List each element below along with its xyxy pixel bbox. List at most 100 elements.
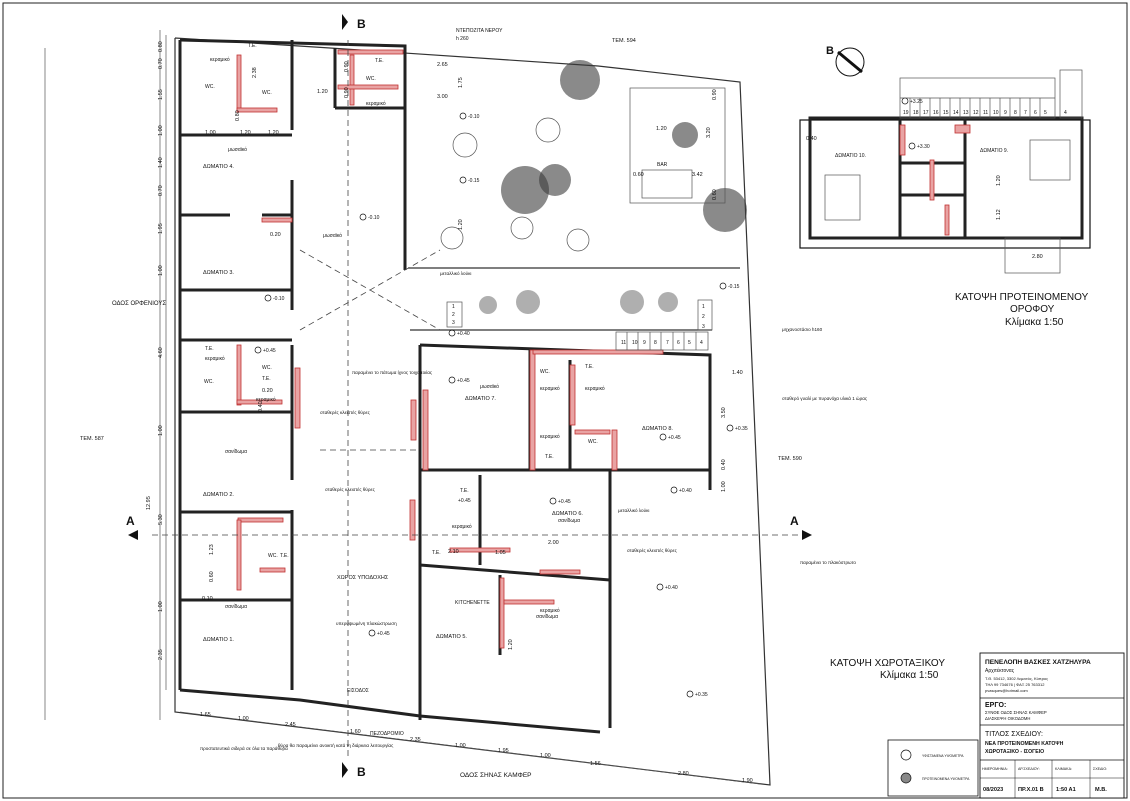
room-6-label: ΔΩΜΑΤΙΟ 6. [552,511,583,517]
te-label: T.E. [375,58,384,64]
folding-doors-note-3: σταθερές κλειστές θύρες [627,547,678,553]
level-marker-icon [908,142,916,150]
floor-wood-label: σανίδωμα [225,449,247,455]
dimension-label: 1.00 [455,743,466,749]
dimension-label: 1.05 [495,550,506,556]
scale-value: 1:50 Α1 [1056,787,1076,793]
dimension-label: 1.60 [350,729,361,735]
stair-step-label: 12 [973,110,979,116]
dimension-label: 3.42 [692,172,703,178]
wc-label: WC. [268,553,278,559]
section-b-bottom-arrow-icon [342,762,348,778]
section-a-left-label: A [126,514,135,528]
room-10-label: ΔΩΜΑΤΙΟ 10. [835,153,866,159]
entrance-label: ΕΙΣΟΔΟΣ [347,688,369,694]
water-tank-label: ΝΤΕΠΟΖΙΤΑ ΝΕΡΟΥ [456,28,503,34]
dimension-label: 0.70 [158,58,164,69]
scale-header: ΚΛΙΜΑΚΑ: [1055,767,1072,771]
stair-step-label: 2 [452,312,455,318]
stair-step-label: 16 [933,110,939,116]
te-label: T.E. [205,346,214,352]
room-4-label: ΔΩΜΑΤΙΟ 4. [203,164,234,170]
architect-name: ΠΕΝΕΛΟΠΗ ΒΑΣΚΕΣ ΧΑΤΖΗΛΥΡΑ [985,659,1091,666]
dimension-label: 1.20 [458,219,464,230]
level-label: -0.15 [468,178,480,184]
dimension-label: 2.10 [448,549,459,555]
dimension-label: 2.65 [437,62,448,68]
project-label: ΕΡΓΟ: [985,702,1006,709]
wc-label: WC. [366,76,376,82]
pavement-label: ΠΕΖΟΔΡΟΜΙΟ [370,731,404,737]
stair-step-label: 9 [1004,110,1007,116]
title-block [887,652,1125,799]
dimension-label: 1.20 [996,175,1002,186]
stair-step-label: 11 [983,110,988,116]
drawing-title-label: ΤΙΤΛΟΣ ΣΧΕΔΙΟΥ: [985,731,1043,738]
room-5-label: ΔΩΜΑΤΙΟ 5. [436,634,467,640]
reception-label: ΧΩΡΟΣ ΥΠΟΔΟΧΗΣ [337,575,389,581]
level-label: -0.10 [368,215,380,221]
dimension-label: 0.20 [262,388,273,394]
stair-step-label: 5 [1044,110,1047,116]
plot-590-label: ΤΕΜ. 590 [778,456,802,462]
stair-step-label: 10 [632,340,638,346]
street-bottom-label: ΟΔΟΣ ΣΗΝΑΣ ΚΑΜΦΕΡ [460,772,532,779]
level-label: +0.40 [665,585,678,591]
level-marker-icon [726,424,734,432]
level-label: +0.45 [458,498,471,504]
dimension-label: 1.23 [209,544,215,555]
legend-existing: ΥΦΙΣΤΑΜΕΝΑ ΥΨΟΜΕΤΡΑ [922,754,964,758]
floor-ceramic-label: κεραμικό [452,523,472,530]
dimension-label: 1.40 [158,157,164,168]
level-label: -0.10 [273,296,285,302]
level-marker-icon [254,346,262,354]
level-marker-icon [719,282,727,290]
plot-594-label: ΤΕΜ. 594 [612,38,636,44]
floor-mosaic-label: μωσαϊκό [228,146,247,153]
wc-label: WC. [204,379,214,385]
dimension-label: 1.00 [158,601,164,612]
floor-ceramic-label: κεραμικό [540,385,560,392]
level-label: +3.25 [910,99,923,105]
dimension-label: 0.80 [235,110,241,121]
stair-step-label: 4 [1064,110,1067,116]
dimension-label: 1.90 [742,778,753,784]
dimension-label: 1.12 [996,209,1002,220]
dimension-label: 1.20 [508,639,514,650]
fire-rated-partitions [236,49,664,649]
level-marker-icon [459,112,467,120]
stair-step-label: 10 [993,110,999,116]
stair-step-label: 17 [923,110,929,116]
architect-address: Τ.Θ. 53412, 3302 Λεμεσός, Κύπρος [985,676,1048,681]
te-label: T.E. [280,553,289,559]
stair-step-label: 13 [963,110,969,116]
te-label: T.E. [545,454,554,460]
dashed-guides [152,40,800,760]
stair-step-label: 7 [1024,110,1027,116]
level-marker-icon [670,486,678,494]
floor-ceramic-label: κεραμικό [256,396,276,403]
ground-plan-title: ΚΑΤΟΨΗ ΧΩΡΟΤΑΞΙΚΟΥ [830,658,945,669]
wc-label: WC. [588,439,598,445]
dimension-label: 1.00 [158,265,164,276]
dimension-label: 1.20 [240,130,251,136]
level-label: +0.45 [457,378,470,384]
metal-stair-note: μεταλλικό λούκι [440,270,471,276]
street-left-label: ΟΔΟΣ ΟΡΦΕΝΙΟΥΣ [112,301,166,307]
stair-step-label: 4 [700,340,703,346]
section-b-bottom-label: B [357,765,366,779]
level-marker-icon [901,97,909,105]
level-marker-icon [459,176,467,184]
water-tank-height: h 260 [456,36,469,42]
dimension-label: 12.95 [146,496,152,510]
date-header: ΗΜΕΡΟΜΗΝΙΑ: [982,767,1008,771]
floor-wood-label: σανίδωμα [536,614,558,620]
level-label: -0.15 [728,284,740,290]
level-marker-icon [686,690,694,698]
dimension-label: 1.56 [590,761,601,767]
floor-wood-label: σανίδωμα [558,518,580,524]
drawn-value: Μ.Β. [1095,787,1107,793]
level-marker-icon [359,213,367,221]
